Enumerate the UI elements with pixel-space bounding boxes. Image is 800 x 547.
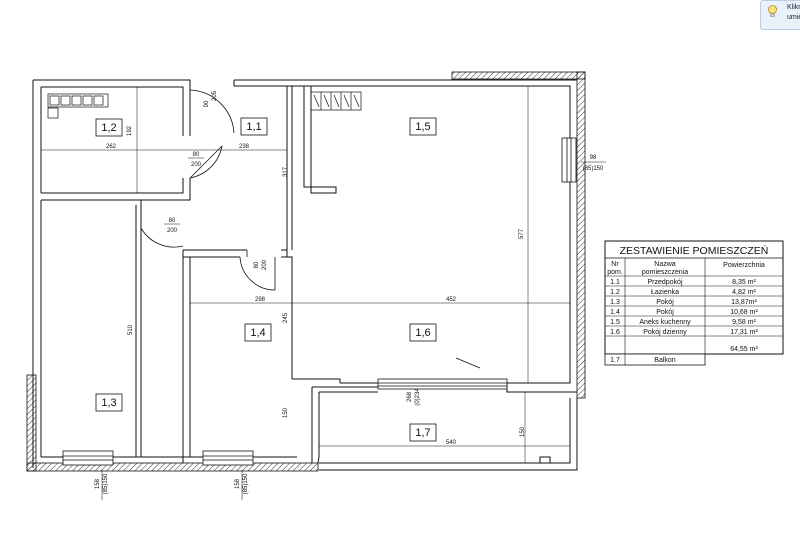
table-header-name-2: pomieszczenia — [642, 269, 688, 276]
dim-door-bath: 80 — [193, 152, 200, 158]
table-header-area: Powierzchnia — [723, 262, 765, 269]
table-cell-area: 13,87m² — [731, 299, 757, 306]
dim-win-right: 98 — [590, 155, 597, 161]
table-cell-nr: 1.5 — [610, 319, 620, 326]
table-extra-name: Balkon — [654, 357, 676, 364]
table-cell-name: Przedpokój — [647, 279, 682, 286]
table-cell-nr: 1.1 — [610, 279, 620, 286]
dim-hall-h: 317 — [283, 166, 289, 177]
room-label-1-5: 1,5 — [415, 121, 430, 133]
table-header-nr: Nr — [611, 261, 619, 268]
room-label-1-6: 1,6 — [415, 327, 430, 339]
dim-r16-w: 452 — [446, 297, 457, 303]
exterior-walls — [26, 71, 586, 472]
dim-win-b1: 158 — [95, 478, 101, 489]
dim-r14-w: 298 — [255, 297, 266, 303]
tooltip-line-1: Klikn — [787, 4, 800, 11]
table-extra-nr: 1.7 — [610, 357, 620, 364]
dim-door-r14: 80 — [254, 261, 260, 268]
kitchen-cabinets — [310, 91, 362, 111]
lightbulb-icon — [768, 5, 777, 17]
dim-bath-w: 262 — [106, 144, 117, 150]
dim-win-right-sub: (85)150 — [583, 166, 604, 172]
dim-r15-h: 577 — [519, 228, 525, 239]
table-cell-name: Pokój — [656, 309, 674, 316]
dim-hall-w: 238 — [239, 144, 250, 150]
table-cell-nr: 1.6 — [610, 329, 620, 336]
door-swings — [140, 89, 481, 369]
room-label-1-7: 1,7 — [415, 427, 430, 439]
room-labels: 1,2 1,1 1,5 1,4 1,6 1,3 1,7 — [95, 117, 437, 442]
table-header-pom: pom. — [607, 269, 623, 276]
dim-balcony-w: 540 — [446, 440, 457, 446]
table-cell-area: 17,31 m² — [730, 329, 758, 336]
dim-door-top-sub: 205 — [212, 90, 218, 101]
dim-door-top: 90 — [204, 100, 210, 107]
room-schedule-table: ZESTAWIENIE POMIESZCZEŃ Nr pom. Nazwa po… — [604, 240, 784, 366]
dim-door-bath-sub: 200 — [191, 162, 202, 168]
table-cell-nr: 1.2 — [610, 289, 620, 296]
tooltip-line-2: umie — [787, 14, 800, 21]
dimension-lines — [41, 86, 570, 463]
dim-r13-h: 510 — [128, 324, 134, 335]
table-total: 64,55 m² — [730, 346, 758, 353]
table-cell-nr: 1.3 — [610, 299, 620, 306]
hint-tooltip[interactable]: Klikn umie — [760, 0, 800, 30]
table-cell-area: 9,58 m² — [732, 319, 756, 326]
windows — [62, 137, 577, 466]
dim-win-b1-sub: (85)150 — [103, 473, 109, 494]
table-cell-area: 10,68 m² — [730, 309, 758, 316]
table-cell-area: 4,82 m² — [732, 289, 756, 296]
dim-balcony-door: 268 — [407, 391, 413, 402]
dim-balcony-door-sub: (0)234 — [415, 388, 421, 406]
table-cell-name: Pokój — [656, 299, 674, 306]
dim-win-b2: 158 — [235, 478, 241, 489]
dim-bath-h: 192 — [127, 125, 133, 136]
dim-r14-h2: 150 — [283, 407, 289, 418]
table-cell-name: Łazienka — [651, 289, 679, 296]
table-cell-name: Pokój dzienny — [643, 329, 687, 336]
table-title: ZESTAWIENIE POMIESZCZEŃ — [620, 244, 769, 257]
walls — [32, 79, 578, 471]
table-cell-nr: 1.4 — [610, 309, 620, 316]
room-label-1-1: 1,1 — [246, 121, 261, 133]
dim-balcony-h: 150 — [520, 426, 526, 437]
table-cell-name: Aneks kuchenny — [639, 319, 691, 326]
room-label-1-3: 1,3 — [101, 397, 116, 409]
room-label-1-2: 1,2 — [101, 122, 116, 134]
dim-win-b2-sub: (85)150 — [243, 473, 249, 494]
room-label-1-4: 1,4 — [250, 327, 265, 339]
table-rows: 1.1 Przedpokój 8,35 m² 1.2 Łazienka 4,82 m² 1.… — [605, 279, 783, 337]
dimension-texts: 90 205 192 262 238 80 200 80 200 317 80 … — [95, 90, 606, 500]
table-header-name: Nazwa — [654, 261, 676, 268]
dim-door-r14-sub: 200 — [262, 259, 268, 270]
bathroom-fixtures — [47, 93, 109, 119]
dim-r14-h: 245 — [283, 312, 289, 323]
dim-door-left: 80 — [169, 218, 176, 224]
table-cell-area: 8,35 m² — [732, 279, 756, 286]
dim-door-left-sub: 200 — [167, 228, 178, 234]
